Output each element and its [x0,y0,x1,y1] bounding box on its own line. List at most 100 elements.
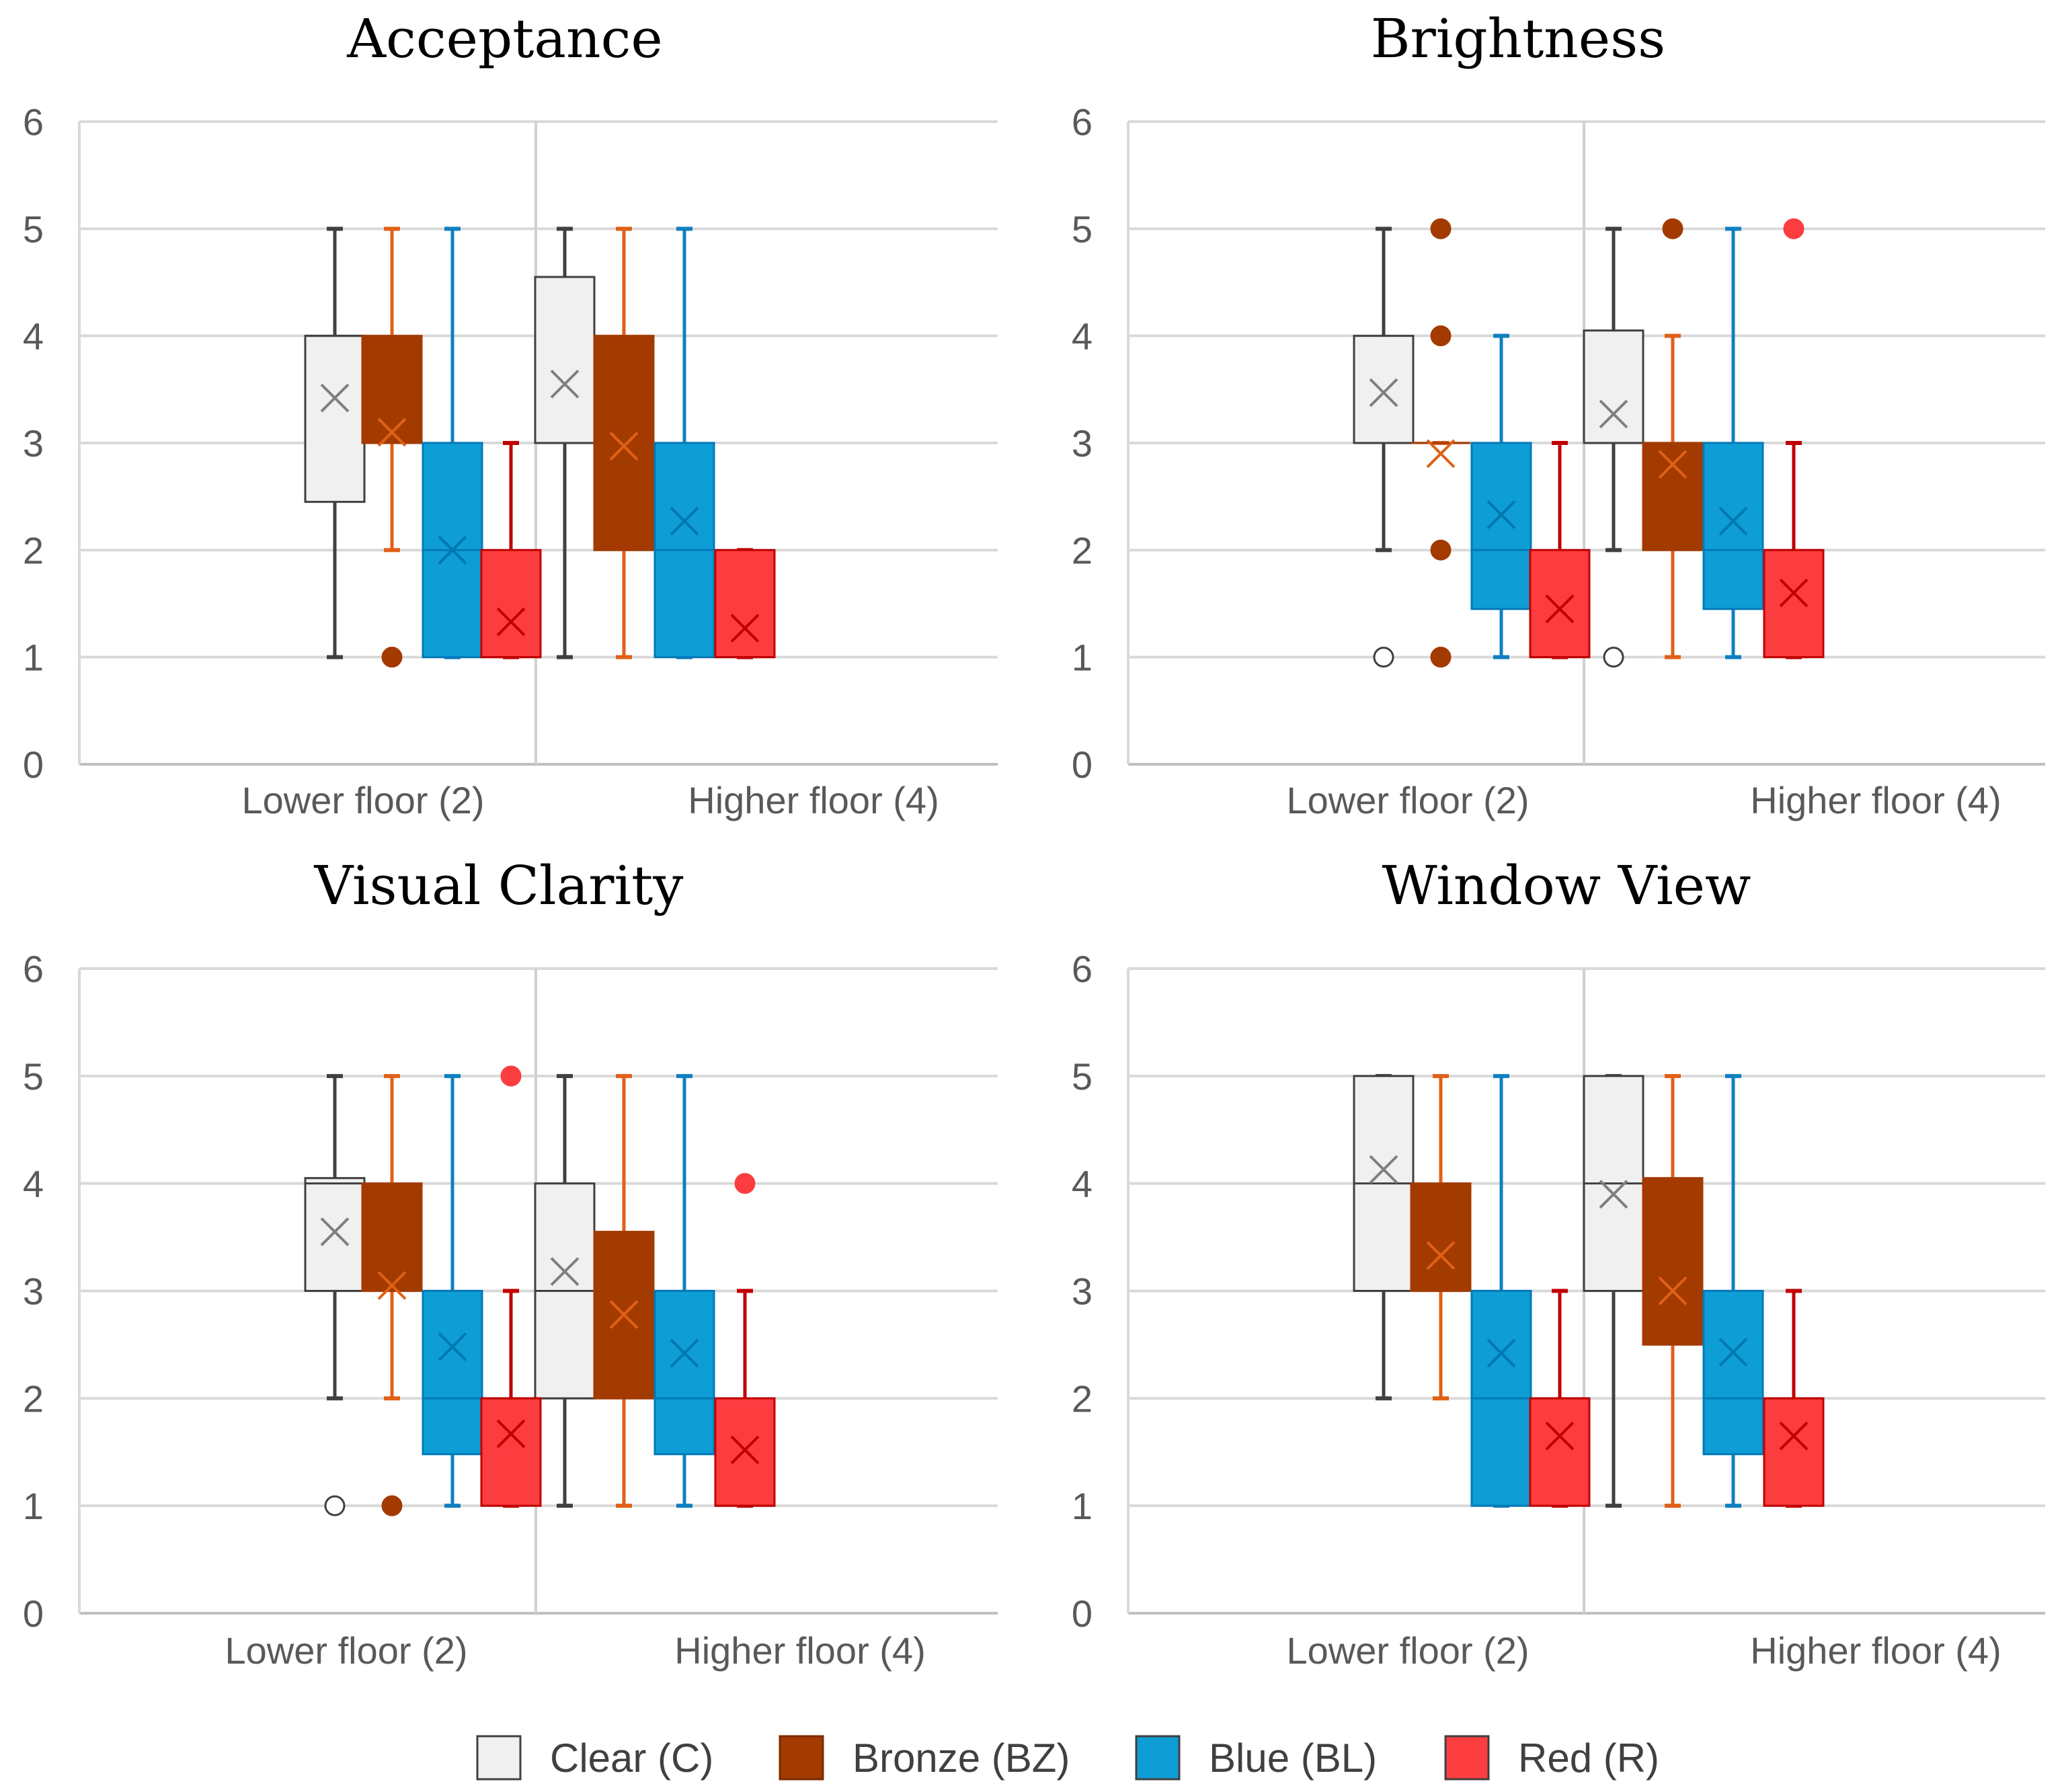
box-iqr [1583,329,1644,444]
y-tick-label: 5 [1072,208,1093,250]
y-tick-label: 3 [1072,422,1093,464]
mean-marker [1599,399,1628,429]
y-tick-label: 0 [23,743,44,786]
box-red-r-higher-floor-4 [1763,1289,1825,1508]
box-clear-c-higher-floor-4 [1583,227,1644,668]
legend-label-bronze-bz: Bronze (BZ) [852,1736,1070,1781]
legend-label-red-r: Red (R) [1518,1736,1659,1781]
outlier-point [1430,325,1452,347]
box-iqr [1763,1397,1825,1507]
outlier-point [1430,647,1452,668]
mean-marker [377,1271,407,1300]
mean-marker [320,383,350,413]
outlier-point [1430,539,1452,561]
box-iqr [480,1397,542,1507]
y-tick-label: 2 [23,1377,44,1420]
outlier-point [1430,218,1452,239]
box-blue-bl-lower-floor-2 [1470,1073,1532,1508]
y-tick-label: 5 [23,1055,44,1098]
legend-swatch-blue-bl [1135,1735,1181,1781]
box-clear-c-lower-floor-2 [1353,227,1415,668]
mean-marker [1718,506,1748,536]
mean-marker [1779,578,1809,608]
y-tick-label: 0 [23,1592,44,1635]
box-clear-c-lower-floor-2 [304,1073,366,1516]
mean-marker [1718,1338,1748,1367]
box-iqr [1702,442,1764,610]
box-clear-c-lower-floor-2 [304,227,366,659]
box-red-r-higher-floor-4 [714,1173,776,1508]
box-clear-c-higher-floor-4 [534,1073,596,1508]
y-tick-label: 3 [1072,1270,1093,1313]
box-red-r-higher-floor-4 [714,548,776,659]
box-iqr [422,1290,483,1455]
box-iqr [304,335,366,503]
mean-marker [1779,1421,1809,1451]
y-tick-label: 3 [23,1270,44,1313]
outlier-point [1603,647,1624,668]
box-iqr [1702,1290,1764,1455]
mean-marker [1486,1338,1516,1368]
mean-marker [1658,1276,1688,1305]
y-tick-label: 1 [1072,1485,1093,1527]
x-category-label: Higher floor (4) [688,779,939,821]
mean-marker [1369,1155,1398,1184]
y-tick-label: 2 [23,529,44,571]
box-iqr [304,1177,366,1293]
y-tick-label: 6 [23,101,44,143]
mean-marker [1545,594,1575,624]
box-blue-bl-lower-floor-2 [1470,333,1532,659]
mean-marker [1486,500,1516,530]
mean-marker [1599,1180,1628,1209]
box-clear-c-lower-floor-2 [1353,1073,1415,1401]
box-bronze-bz-lower-floor-2 [1410,1073,1472,1401]
box-iqr [1470,442,1532,610]
mean-marker [670,506,699,536]
y-tick-label: 1 [23,637,44,679]
chart-title: Brightness [1371,7,1665,70]
mean-marker [438,1332,467,1362]
box-iqr [361,335,423,444]
box-blue-bl-higher-floor-4 [653,1073,715,1508]
y-tick-label: 3 [23,422,44,464]
mean-marker [670,1338,699,1368]
mean-marker [496,1419,526,1449]
box-iqr [714,548,776,659]
box-blue-bl-lower-floor-2 [422,1073,483,1508]
box-iqr [714,1397,776,1507]
legend-label-blue-bl: Blue (BL) [1209,1736,1377,1781]
box-iqr [1410,1182,1472,1292]
y-tick-label: 4 [23,315,44,358]
mean-marker [438,535,467,565]
y-tick-label: 6 [1072,101,1093,143]
y-tick-label: 5 [1072,1055,1093,1098]
box-iqr [1642,442,1704,551]
outlier-point [1662,218,1683,239]
mean-marker [1545,1421,1575,1451]
box-clear-c-higher-floor-4 [1583,1073,1644,1508]
mean-marker [730,1435,760,1465]
y-tick-label: 4 [23,1163,44,1205]
box-iqr [1353,335,1415,444]
mean-marker [377,417,407,447]
y-tick-label: 1 [1072,637,1093,679]
box-bronze-bz-lower-floor-2 [361,227,423,668]
y-tick-label: 6 [23,948,44,990]
box-bronze-bz-higher-floor-4 [1642,218,1704,659]
legend: Clear (C)Bronze (BZ)Blue (BL)Red (R) [476,1735,1659,1781]
box-bronze-bz-higher-floor-4 [1642,1073,1704,1508]
x-category-label: Lower floor (2) [1286,779,1529,821]
box-iqr [1642,1177,1704,1346]
y-tick-label: 2 [1072,529,1093,571]
mean-marker [496,607,526,637]
y-tick-label: 6 [1072,948,1093,990]
mean-marker [1426,439,1456,469]
box-clear-c-higher-floor-4 [534,227,596,659]
outlier-point [500,1065,522,1087]
box-red-r-lower-floor-2 [480,441,542,659]
legend-swatch-red-r [1444,1735,1490,1781]
